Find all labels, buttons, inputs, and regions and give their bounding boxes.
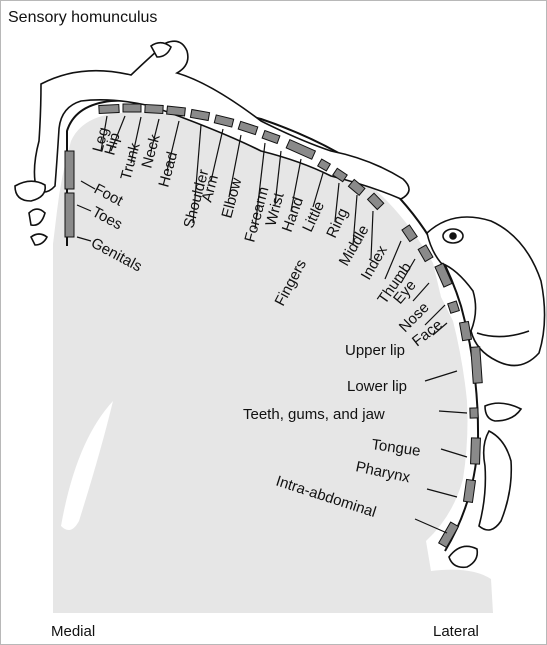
brain-cross-section bbox=[53, 112, 493, 613]
label-lower-lip: Lower lip bbox=[347, 378, 407, 395]
label-upper-lip: Upper lip bbox=[345, 342, 405, 359]
lateral-label: Lateral bbox=[433, 623, 479, 640]
medial-label: Medial bbox=[51, 623, 95, 640]
diagram-title: Sensory homunculus bbox=[8, 9, 157, 27]
label-teeth-gums-jaw: Teeth, gums, and jaw bbox=[243, 406, 385, 423]
